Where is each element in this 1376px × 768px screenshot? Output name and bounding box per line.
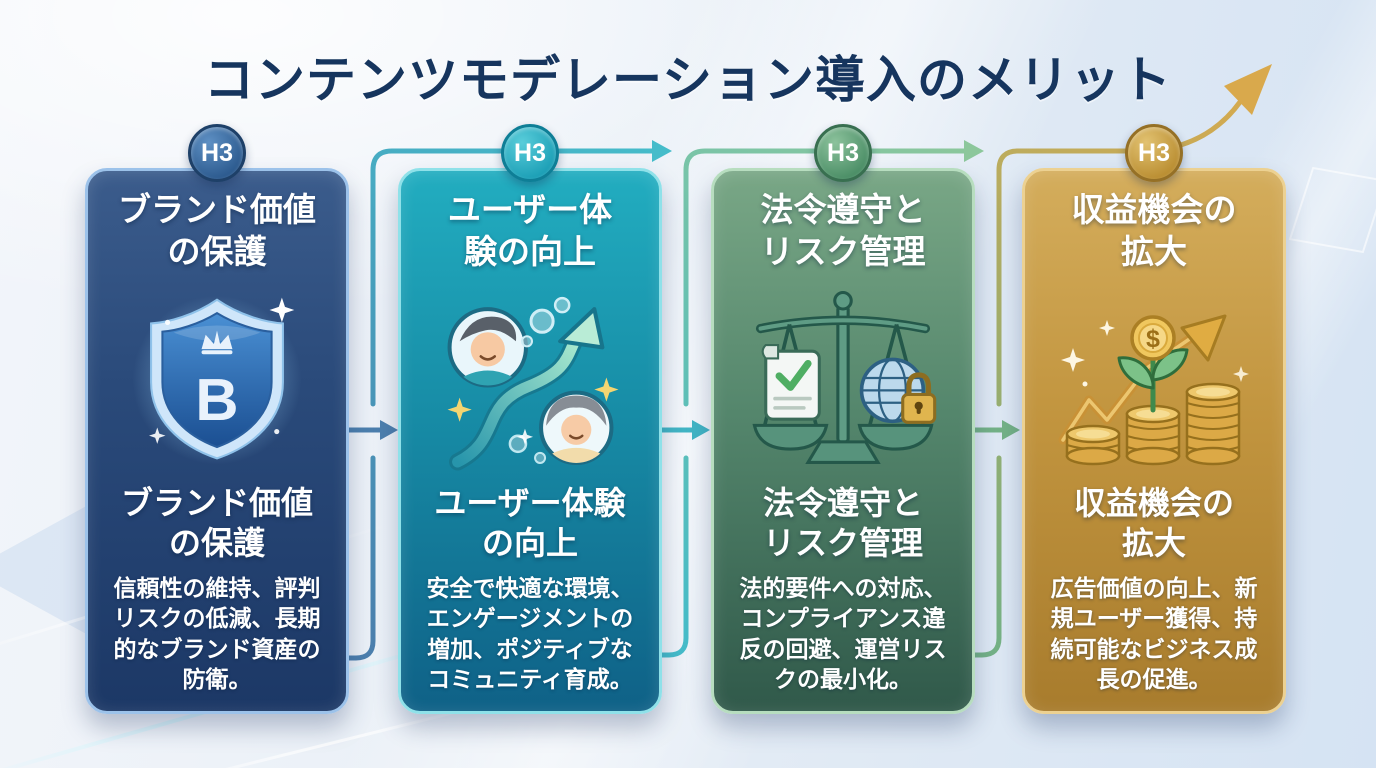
card-subtitle: 収益機会の 拡大 xyxy=(1073,485,1234,562)
arrowhead-right-icon xyxy=(652,140,672,162)
shield-letter: B xyxy=(195,366,238,433)
coin-stacks xyxy=(1065,383,1241,466)
card-subtitle: ブランド価値 の保護 xyxy=(120,485,313,562)
card-description: 法的要件への対応、 コンプライアンス違 反の回避、運営リス クの最小化。 xyxy=(739,574,947,693)
h3-badge-label: H3 xyxy=(1138,138,1170,167)
h3-badge-label: H3 xyxy=(827,138,859,167)
h3-badge: H3 xyxy=(1125,124,1183,182)
card-title: 収益機会の 拡大 xyxy=(1071,191,1237,271)
scales-globe-lock-icon xyxy=(726,273,960,483)
arrowhead-right-icon xyxy=(964,140,984,162)
avatar-male xyxy=(447,307,528,388)
card-subtitle: ユーザー体験 の向上 xyxy=(434,485,626,562)
arrowhead-right-icon xyxy=(380,420,398,440)
globe-lock-icon xyxy=(859,357,937,425)
h3-badge-label: H3 xyxy=(514,138,546,167)
mid-arrow-card2-card3 xyxy=(658,420,710,440)
card-user-experience: H3 ユーザー体 験の向上 xyxy=(398,124,662,714)
card-description: 安全で快適な環境、 エンゲージメントの 増加、ポジティブな コミュニティ育成。 xyxy=(426,574,634,693)
card-description: 信頼性の維持、評判 リスクの低減、長期 的なブランド資産の 防衛。 xyxy=(113,574,321,693)
card-title: 法令遵守と リスク管理 xyxy=(760,191,926,271)
mid-arrow-card3-card4 xyxy=(971,420,1020,440)
connector-card2-to-card4 xyxy=(654,140,984,658)
h3-badge-label: H3 xyxy=(201,138,233,167)
brand-shield-icon: B xyxy=(100,273,334,483)
arrowhead-right-icon xyxy=(692,420,710,440)
arrowhead-up-right-icon xyxy=(1224,64,1272,115)
h3-badge: H3 xyxy=(501,124,559,182)
arrowhead-right-icon xyxy=(1002,420,1020,440)
card-subtitle: 法令遵守と リスク管理 xyxy=(762,485,923,562)
dollar-sign: $ xyxy=(1146,325,1160,353)
avatar-female xyxy=(539,390,614,466)
h3-badge: H3 xyxy=(814,124,872,182)
card-revenue-growth: H3 収益機会の 拡大 xyxy=(1022,124,1286,714)
h3-badge: H3 xyxy=(188,124,246,182)
document-check-icon xyxy=(761,344,821,422)
card-title: ブランド価値 の保護 xyxy=(118,191,316,271)
page-title: コンテンツモデレーション導入のメリット xyxy=(204,52,1172,108)
users-growth-arrow-icon xyxy=(413,273,647,483)
card-title: ユーザー体 験の向上 xyxy=(447,191,613,271)
card-brand-protection: H3 ブランド価値 の保護 B xyxy=(85,124,349,714)
card-compliance-risk: H3 法令遵守と リスク管理 xyxy=(711,124,975,714)
card-description: 広告価値の向上、新 規ユーザー獲得、持 続可能なビジネス成 長の促進。 xyxy=(1050,574,1258,693)
mid-arrow-card1-card2 xyxy=(345,420,398,440)
money-plant: $ xyxy=(1117,315,1189,413)
coins-plant-growth-icon: $ xyxy=(1037,273,1271,483)
